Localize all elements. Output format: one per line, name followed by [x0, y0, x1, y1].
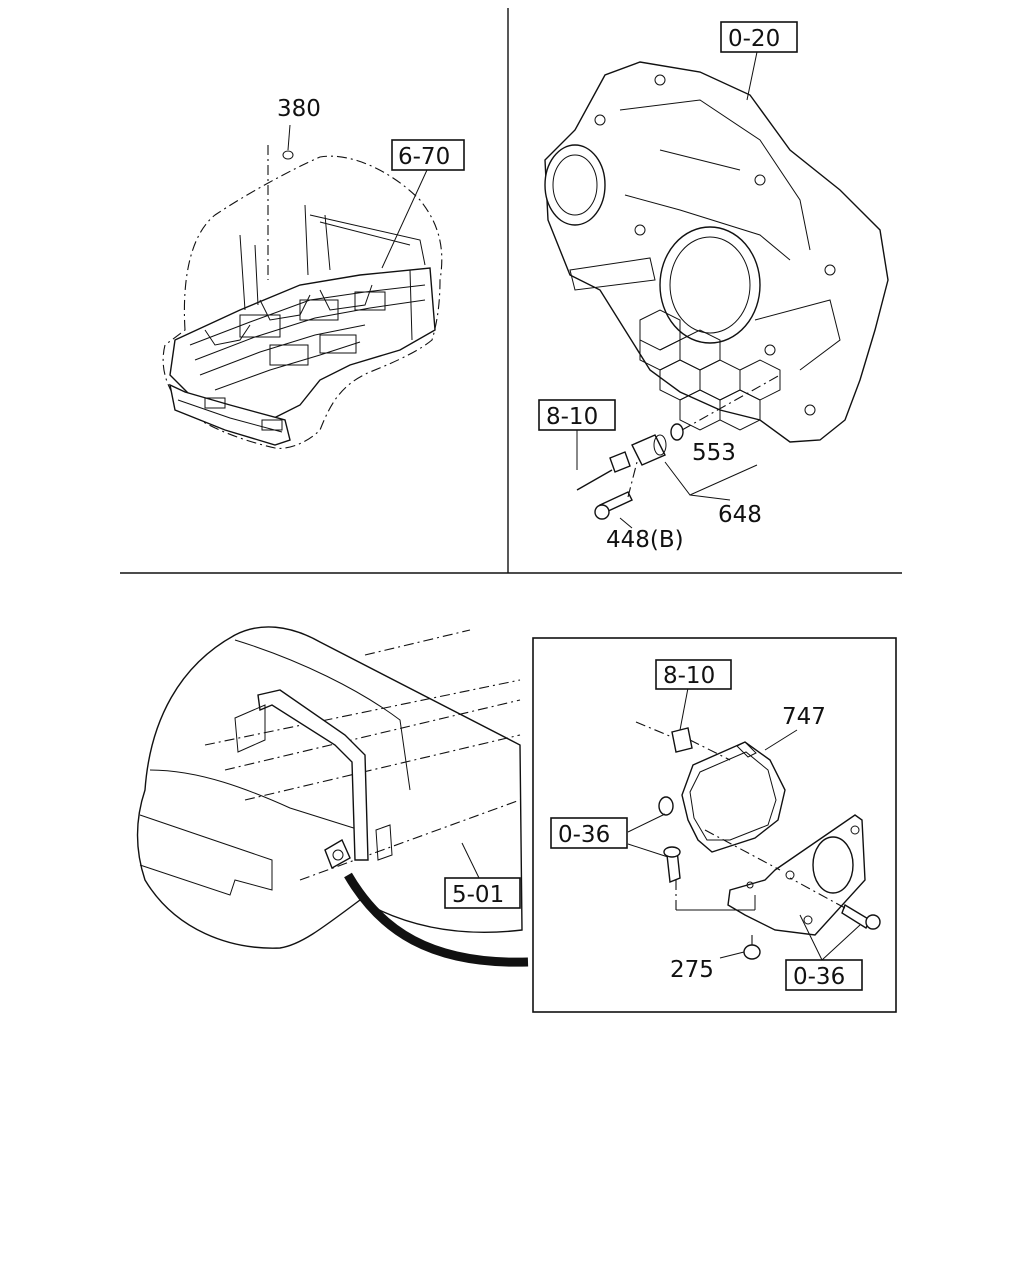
ref-box-8-10-top: 8-10 [538, 399, 616, 431]
callout-648: 648 [718, 502, 762, 528]
callout-448b: 448(B) [606, 527, 684, 553]
ref-box-0-20: 0-20 [720, 21, 798, 53]
ref-box-5-01: 5-01 [444, 877, 521, 909]
ref-box-8-10-detail-label: 8-10 [663, 663, 715, 689]
callout-275: 275 [670, 957, 714, 983]
ref-box-8-10-top-label: 8-10 [546, 404, 598, 430]
callout-380: 380 [277, 96, 321, 122]
detail-inset-frame [532, 637, 897, 1013]
cab-illustration [162, 124, 443, 449]
ref-box-5-01-label: 5-01 [452, 882, 504, 908]
ref-box-6-70-label: 6-70 [398, 144, 450, 170]
ref-box-0-36-right: 0-36 [785, 959, 863, 991]
ref-box-0-20-label: 0-20 [728, 26, 780, 52]
ref-box-0-36-left: 0-36 [550, 817, 628, 849]
ref-box-0-36-right-label: 0-36 [793, 964, 845, 990]
honeycomb-pattern [639, 309, 781, 431]
panel-dividers [120, 8, 902, 574]
callout-553: 553 [692, 440, 736, 466]
ref-box-8-10-detail: 8-10 [655, 659, 732, 690]
bracket-detail-illustration [627, 687, 881, 961]
cab-roof-illustration [136, 626, 529, 967]
flywheel-housing-illustration [544, 51, 889, 529]
callout-labels: 380 553 648 448(B) 747 275 [277, 96, 826, 983]
callout-747: 747 [782, 704, 826, 730]
ref-box-6-70: 6-70 [391, 139, 465, 171]
ref-box-0-36-left-label: 0-36 [558, 822, 610, 848]
